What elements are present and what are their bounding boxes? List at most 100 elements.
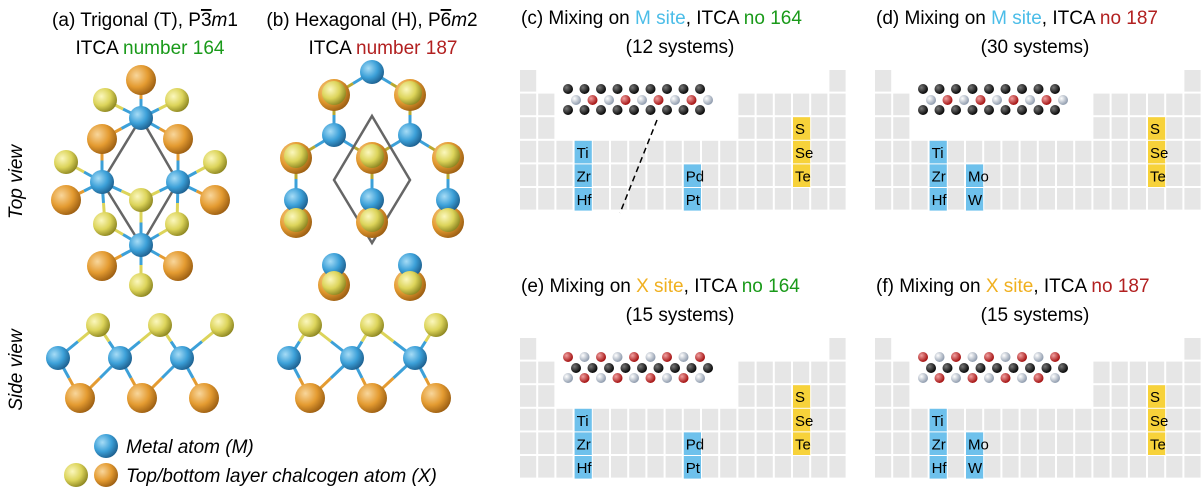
grid-cell [665, 164, 682, 186]
panel-title: (c) Mixing on M site, ITCA no 164 [521, 8, 802, 29]
element-symbol: Hf [932, 460, 948, 477]
grid-cell [556, 456, 573, 478]
element-pt: Pt [683, 188, 701, 211]
chalcogen-atom [596, 105, 606, 115]
element-zr: Zr [929, 164, 947, 187]
metal-atom [436, 188, 460, 212]
metal-atom [959, 363, 969, 373]
grid-cell [774, 140, 791, 163]
metal-atom [620, 363, 631, 373]
grid-cell [738, 361, 755, 384]
element-symbol: W [968, 192, 983, 209]
chalcogen-atom [1000, 105, 1011, 115]
element-symbol: S [795, 389, 805, 406]
bottom-chalcogen-atom [87, 124, 117, 154]
grid-cell [611, 188, 628, 210]
element-symbol: Hf [577, 192, 593, 209]
metal-atom [1058, 95, 1068, 105]
grid-cell [1166, 117, 1183, 139]
grid-cell [520, 456, 537, 478]
grid-cell [1184, 140, 1201, 163]
grid-cell [829, 164, 846, 186]
element-symbol: Se [795, 413, 813, 430]
element-symbol: Te [795, 168, 811, 185]
legend-chalcogen-label: Top/bottom layer chalcogen atom (X) [126, 466, 437, 487]
metal-tag [929, 164, 947, 187]
metal-atom [398, 123, 422, 147]
grid-cell [947, 408, 964, 431]
grid-cell [829, 385, 846, 407]
panel-system-count: (12 systems) [626, 37, 735, 58]
grid-cell [1111, 93, 1128, 116]
metal-tag [929, 456, 947, 479]
grid-cell [893, 408, 910, 431]
metal-atom [322, 123, 346, 147]
chalcogen-atom [695, 373, 705, 383]
grid-cell [1166, 408, 1183, 431]
top-chalcogen-atom [436, 144, 460, 168]
element-symbol: Te [1150, 436, 1166, 453]
grid-cell [875, 338, 892, 360]
grid-cell [1111, 385, 1128, 407]
grid-cell [1184, 93, 1201, 116]
element-ti: Ti [574, 140, 592, 164]
grid-cell [1038, 408, 1055, 431]
top-chalcogen-atom [360, 313, 384, 337]
grid-cell [629, 408, 646, 431]
grid-cell [1038, 432, 1055, 454]
metal-atom [926, 95, 936, 105]
grid-cell [875, 140, 892, 163]
element-symbol: Ti [932, 145, 944, 162]
grid-cell [774, 432, 791, 454]
grid-cell [911, 164, 928, 186]
element-symbol: Pd [686, 436, 704, 453]
chalcogen-atom [695, 352, 705, 362]
grid-cell [1057, 432, 1074, 454]
metal-atom [284, 188, 308, 212]
top-chalcogen-atom [54, 150, 78, 174]
grid-cell [947, 164, 964, 186]
grid-cell [702, 432, 719, 454]
grid-cell [647, 188, 664, 210]
element-symbol: W [968, 460, 983, 477]
element-te: Te [1148, 432, 1166, 455]
metal-atom [398, 253, 422, 277]
chalcogen-tag [1148, 408, 1166, 432]
grid-cell [538, 432, 555, 454]
grid-cell [893, 93, 910, 116]
grid-cell [811, 432, 828, 454]
chalcogen-tag [1148, 164, 1166, 187]
grid-cell [520, 93, 537, 116]
metal-tag [574, 140, 592, 164]
panel-system-count: (15 systems) [981, 305, 1090, 326]
chalcogen-atom [629, 84, 639, 94]
periodic-table-grid [520, 338, 846, 478]
grid-cell [520, 70, 537, 92]
grid-cell [520, 117, 537, 139]
element-te: Te [1148, 164, 1166, 187]
metal-tag [929, 432, 947, 455]
grid-cell [592, 408, 609, 431]
element-symbol: Hf [577, 460, 593, 477]
chalcogen-atom [579, 373, 590, 383]
metal-tag [683, 456, 701, 479]
chalcogen-atom [1017, 373, 1027, 383]
chalcogen-atom [967, 105, 978, 115]
grid-cell [1111, 361, 1128, 384]
element-zr: Zr [929, 432, 947, 455]
grid-cell [893, 385, 910, 407]
top-chalcogen-atom [129, 273, 153, 297]
grid-cell [1093, 140, 1110, 163]
chalcogen-atom [1000, 352, 1011, 362]
grid-cell [1111, 456, 1128, 478]
grid-cell [738, 385, 755, 407]
chalcogen-atom [579, 352, 590, 362]
element-symbol: Zr [577, 436, 591, 453]
grid-cell [811, 456, 828, 478]
grid-cell [811, 408, 828, 431]
grid-cell [629, 432, 646, 454]
grid-cell [1075, 408, 1092, 431]
chalcogen-atom [918, 373, 928, 383]
element-mo: Mo [966, 164, 989, 187]
grid-cell [611, 140, 628, 163]
